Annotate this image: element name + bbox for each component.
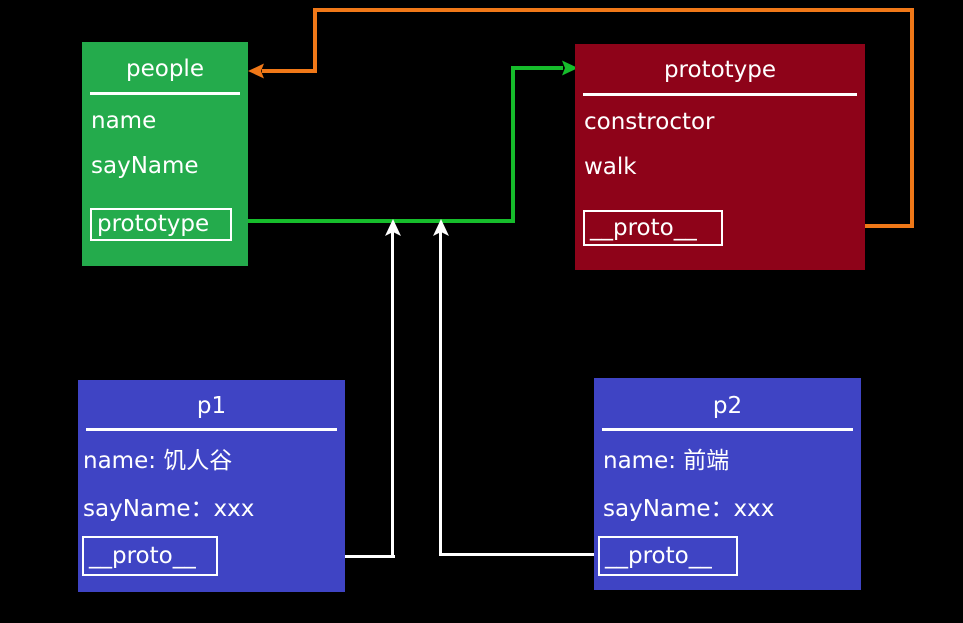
node-people-row-sayname: sayName bbox=[91, 153, 199, 179]
node-p1-divider bbox=[86, 428, 337, 431]
node-people-divider bbox=[90, 92, 240, 95]
node-prototype-row-constructor: constroctor bbox=[584, 109, 715, 135]
node-people[interactable]: people name sayName prototype bbox=[82, 42, 248, 266]
node-p1-title: p1 bbox=[196, 393, 227, 419]
node-prototype-slot-proto[interactable]: __proto__ bbox=[583, 210, 723, 246]
edge-p1-proto-arrowhead bbox=[383, 219, 403, 239]
node-prototype-title: prototype bbox=[663, 57, 777, 83]
edge-proto-people-segment-in bbox=[262, 69, 317, 73]
node-p2-row-sayname: sayName：xxx bbox=[603, 496, 775, 522]
node-p1-row-name: name: 饥人谷 bbox=[83, 448, 233, 474]
edge-proto-people-segment-top bbox=[313, 8, 914, 12]
edge-p1-proto-segment-up bbox=[391, 228, 394, 558]
edge-people-prototype-segment-right bbox=[232, 219, 515, 223]
node-prototype-divider bbox=[583, 93, 857, 96]
node-prototype-row-walk: walk bbox=[584, 154, 637, 180]
node-people-row-name: name bbox=[91, 108, 157, 134]
node-p2-divider bbox=[602, 428, 853, 431]
node-p2-slot-proto[interactable]: __proto__ bbox=[598, 536, 738, 576]
node-p1[interactable]: p1 name: 饥人谷 sayName：xxx __proto__ bbox=[78, 380, 345, 592]
edge-people-prototype-segment-up bbox=[511, 66, 515, 223]
node-p1-slot-proto[interactable]: __proto__ bbox=[82, 536, 218, 576]
edge-proto-people-segment-up bbox=[910, 8, 914, 228]
edge-people-prototype-arrowhead bbox=[560, 60, 578, 78]
edge-p2-proto-segment-up bbox=[439, 228, 442, 556]
node-people-title: people bbox=[126, 56, 204, 82]
node-p1-row-sayname: sayName：xxx bbox=[83, 496, 255, 522]
edge-proto-people-arrowhead bbox=[248, 62, 266, 80]
edge-p2-proto-arrowhead bbox=[431, 219, 451, 239]
node-prototype[interactable]: prototype constroctor walk __proto__ bbox=[575, 44, 865, 270]
edge-p2-proto-segment-left bbox=[441, 553, 601, 556]
node-p2[interactable]: p2 name: 前端 sayName：xxx __proto__ bbox=[594, 378, 861, 590]
node-p2-title: p2 bbox=[712, 393, 743, 419]
edge-people-prototype-segment-in bbox=[511, 66, 563, 70]
node-people-slot-prototype[interactable]: prototype bbox=[90, 208, 232, 241]
edge-proto-people-segment-down bbox=[313, 8, 317, 71]
node-p2-row-name: name: 前端 bbox=[603, 448, 730, 474]
